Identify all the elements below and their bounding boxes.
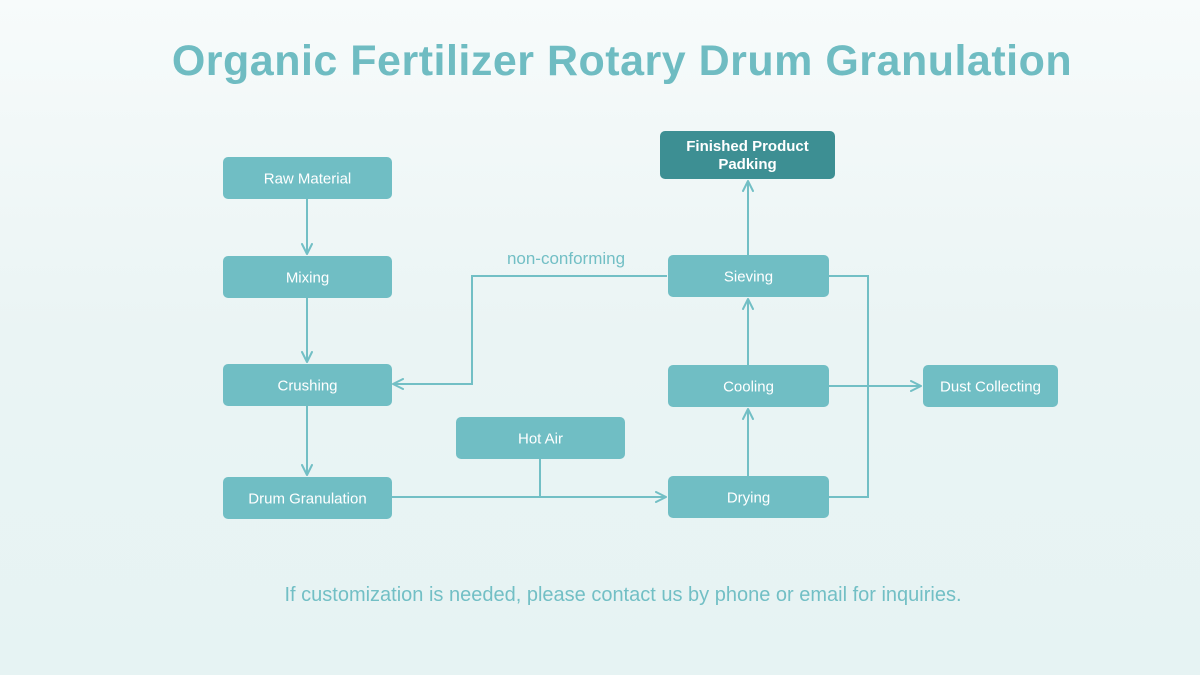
node-dust-collecting: Dust Collecting (923, 365, 1058, 407)
node-drying: Drying (668, 476, 829, 518)
node-finished-product: Finished Product Padking (660, 131, 835, 179)
contact-footer-text: If customization is needed, please conta… (284, 584, 961, 606)
edge-non-conforming-return (392, 275, 667, 390)
node-hot-air: Hot Air (456, 417, 625, 459)
node-crushing: Crushing (223, 364, 392, 406)
node-cooling-label: Cooling (723, 379, 774, 396)
diagram-title: Organic Fertilizer Rotary Drum Granulati… (172, 37, 1072, 85)
node-hot-air-label: Hot Air (518, 431, 563, 448)
node-finished-product-label-line1: Finished Product (686, 138, 809, 155)
node-raw-material: Raw Material (223, 157, 392, 199)
non-conforming-label: non-conforming (507, 249, 625, 268)
node-drying-label: Drying (727, 490, 770, 507)
node-sieving: Sieving (668, 255, 829, 297)
node-mixing-label: Mixing (286, 270, 329, 287)
node-finished-product-label-line2: Padking (718, 156, 776, 173)
node-dust-collecting-label: Dust Collecting (940, 379, 1041, 396)
node-cooling: Cooling (668, 365, 829, 407)
node-sieving-label: Sieving (724, 269, 773, 286)
node-raw-material-label: Raw Material (264, 171, 352, 188)
node-mixing: Mixing (223, 256, 392, 298)
node-drum-granulation-label: Drum Granulation (248, 491, 366, 508)
node-drum-granulation: Drum Granulation (223, 477, 392, 519)
edge-dust-collection-duct (829, 275, 869, 498)
node-crushing-label: Crushing (277, 378, 337, 395)
